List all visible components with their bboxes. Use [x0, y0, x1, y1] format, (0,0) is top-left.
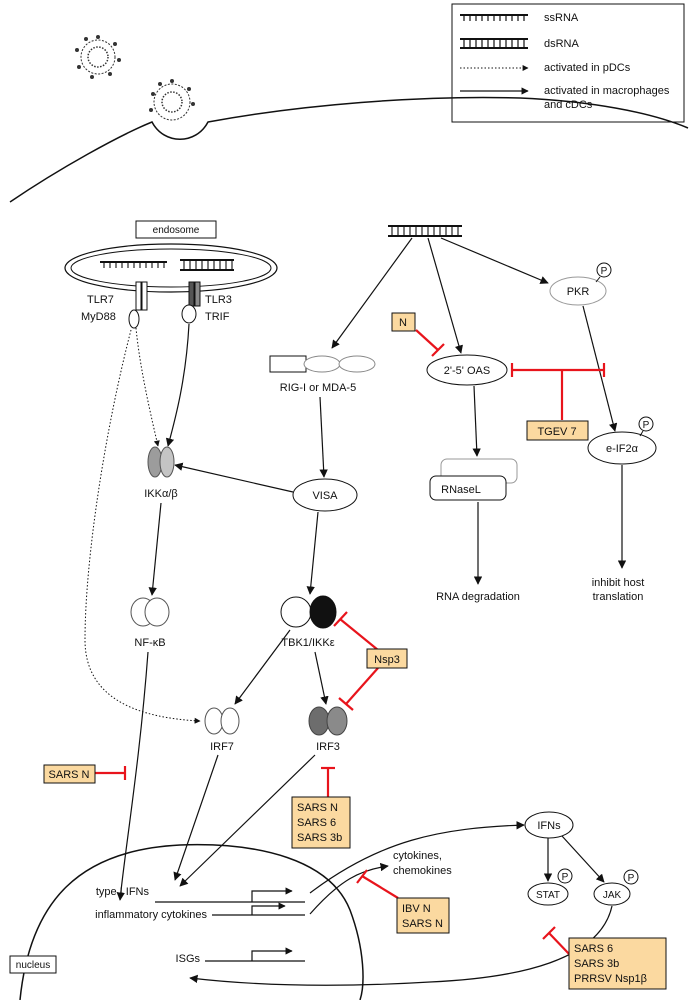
jak-node [593, 882, 631, 906]
stat-phospho-label: P [562, 872, 569, 883]
inhibit-label-1: inhibit host [592, 577, 645, 589]
legend: ssRNA dsRNA activated in pDCs activated … [451, 3, 685, 123]
pkr-phospho-icon [596, 262, 612, 278]
tlr7-label: TLR7 [87, 294, 114, 306]
rnasel-label: RNaseL [441, 484, 481, 496]
virus-entering-icon [149, 79, 195, 121]
stat-box-line-1: SARS 6 [574, 943, 613, 955]
legend-ssrna-label: ssRNA [544, 12, 579, 24]
activation-arrows [116, 237, 627, 986]
oas-node [426, 354, 508, 386]
cytokines-label-1: cytokines, [393, 850, 442, 862]
legend-mac-label-1: activated in macrophages [544, 85, 670, 97]
jak-label: JAK [603, 890, 622, 901]
stat-label: STAT [536, 890, 560, 901]
tbk1-ikke-icon [280, 595, 337, 629]
tlr3-label: TLR3 [205, 294, 232, 306]
ifns-label: IFNs [537, 820, 561, 832]
rna-degradation-label: RNA degradation [436, 591, 520, 603]
tlr7-receptor-icon [128, 281, 148, 329]
inhibitor-tgev7-label: TGEV 7 [537, 426, 576, 438]
inhibitor-irf3-box: SARS N SARS 6 SARS 3b [291, 796, 351, 849]
irf3-label: IRF3 [316, 741, 340, 753]
jak-phospho-icon [623, 869, 639, 885]
myd88-label: MyD88 [81, 311, 116, 323]
eif-phospho-link [639, 430, 644, 437]
inhibitor-stat-box: SARS 6 SARS 3b PRRSV Nsp1β [568, 937, 667, 990]
legend-dsrna-label: dsRNA [544, 38, 580, 50]
stat-box-line-2: SARS 3b [574, 958, 619, 970]
inhibitor-tgev7-box: TGEV 7 [526, 420, 589, 441]
nucleus-membrane [19, 843, 364, 1000]
cell-membrane [9, 96, 689, 203]
nucleus-label: nucleus [16, 960, 50, 971]
nfkb-icon [130, 597, 170, 627]
ikk-complex-icon [147, 446, 175, 478]
inhibitor-n-label: N [399, 317, 407, 329]
stat-node [527, 882, 569, 906]
rig-i-mda5-icon [269, 355, 376, 373]
rig-label: RIG-I or MDA-5 [280, 382, 356, 394]
endosome-ssrna-icon [100, 261, 167, 268]
ibv-box-line-1: IBV N [402, 903, 431, 915]
endosome: endosome [64, 220, 278, 293]
tlr3-receptor-icon [181, 281, 201, 324]
inhibitor-nsp3-label: Nsp3 [374, 654, 400, 666]
inhibitor-sars-n-label: SARS N [49, 769, 90, 781]
inhibitor-ibv-box: IBV N SARS N [396, 897, 450, 934]
irf3-box-line-2: SARS 6 [297, 817, 336, 829]
inhibition-lines [94, 329, 606, 956]
cytosolic-dsrna-icon [388, 225, 462, 237]
inflam-cytokine-gene-label: inflammatory cytokines [95, 909, 207, 921]
nfkb-label: NF-κB [134, 637, 165, 649]
nucleus-box [9, 955, 57, 974]
inhibitor-n-box: N [391, 312, 416, 332]
irf3-box-line-1: SARS N [297, 802, 338, 814]
irf7-label: IRF7 [210, 741, 234, 753]
gene-promoters [155, 887, 305, 962]
rnasel-icon [429, 458, 518, 501]
legend-pdc-label: activated in pDCs [544, 62, 631, 74]
pkr-node [549, 276, 607, 306]
trif-label: TRIF [205, 311, 230, 323]
legend-mac-label-2: and cDCs [544, 99, 593, 111]
pkr-phospho-link [595, 276, 601, 283]
virus-particle-icon [75, 35, 121, 79]
stat-phospho-icon [557, 868, 573, 884]
visa-node [292, 478, 358, 512]
inhibitor-nsp3-box: Nsp3 [366, 648, 408, 669]
endosome-dsrna-icon [180, 259, 234, 271]
tbk-label: TBK1/IKKε [281, 637, 334, 649]
cytokines-label-2: chemokines [393, 865, 452, 877]
endosome-title: endosome [153, 225, 200, 236]
irf3-icon [308, 706, 348, 736]
visa-label: VISA [312, 490, 338, 502]
irf3-box-line-3: SARS 3b [297, 832, 342, 844]
eif-phospho-label: P [643, 420, 650, 431]
eif-phospho-icon [638, 416, 654, 432]
ifns-node [524, 811, 574, 839]
eif2a-node [587, 431, 657, 465]
pkr-phospho-label: P [601, 266, 608, 277]
eif2a-label: e-IF2α [606, 443, 639, 455]
ikk-label: IKKα/β [144, 488, 177, 500]
pkr-label: PKR [567, 286, 590, 298]
isgs-gene-label: ISGs [176, 953, 201, 965]
oas-label: 2'-5' OAS [444, 365, 490, 377]
legend-dsrna-symbol [460, 38, 528, 49]
inhibitor-sars-n-box: SARS N [43, 764, 96, 784]
inhibit-label-2: translation [593, 591, 644, 603]
jak-phospho-label: P [628, 873, 635, 884]
stat-box-line-3: PRRSV Nsp1β [574, 973, 647, 985]
irf7-icon [204, 707, 240, 735]
legend-ssrna-symbol [460, 14, 528, 21]
type1-ifn-gene-label: type I IFNs [96, 886, 150, 898]
pdc-arrows [84, 327, 201, 724]
ibv-box-line-2: SARS N [402, 918, 443, 930]
